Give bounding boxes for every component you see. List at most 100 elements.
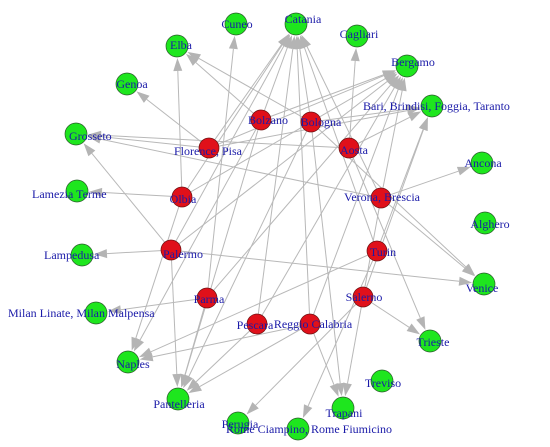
node-palermo: [160, 239, 182, 261]
node-label-ancona: Ancona: [464, 156, 502, 170]
edge-line: [120, 298, 198, 311]
edge-verona-to-bergamo: [382, 77, 407, 189]
node-label-catania: Catania: [285, 12, 322, 26]
node-lamezia: [65, 179, 89, 203]
edge-turin-to-rome: [302, 259, 374, 418]
node-rome: [286, 417, 310, 441]
node-label-pantelleria: Pantelleria: [153, 397, 205, 411]
node-salerno: [352, 286, 374, 308]
edge-salerno-to-trieste: [371, 302, 420, 335]
edge-line: [313, 333, 335, 385]
arrowhead-icon: [416, 316, 426, 330]
arrowhead-icon: [107, 305, 122, 315]
node-label-elba: Elba: [170, 38, 193, 52]
edge-line: [180, 250, 460, 282]
node-ancona: [470, 151, 494, 175]
edge-line: [152, 325, 301, 358]
edge-reggio-to-naples: [139, 325, 301, 362]
node-label-genoa: Genoa: [116, 77, 148, 91]
node-label-lampedusa: Lampedusa: [44, 248, 100, 262]
edge-line: [135, 206, 180, 339]
nodes-layer: [64, 12, 497, 441]
edge-olbia-to-naples: [131, 206, 180, 351]
edge-line: [175, 45, 285, 242]
edge-aosta-to-bari: [357, 111, 422, 144]
arrowhead-icon: [173, 58, 183, 72]
edge-line: [91, 152, 166, 243]
arrowhead-icon: [407, 111, 422, 122]
node-trieste: [418, 329, 442, 353]
edge-pescara-to-pantelleria: [186, 330, 251, 391]
node-trapani: [331, 396, 355, 420]
edge-line: [320, 108, 408, 122]
node-label-alghero: Alghero: [470, 217, 509, 231]
edge-line: [171, 259, 178, 375]
arrowhead-icon: [188, 382, 202, 394]
arrowhead-icon: [187, 51, 201, 63]
node-label-palermo: Palermo: [163, 247, 203, 261]
node-bari: [420, 94, 444, 118]
edge-line: [371, 302, 410, 328]
edge-line: [195, 330, 251, 383]
edge-aosta-to-cagliari: [349, 48, 360, 139]
arrowhead-icon: [350, 48, 360, 62]
arrowhead-icon: [300, 35, 309, 50]
arrowhead-icon: [461, 264, 475, 277]
node-label-salerno: Salerno: [346, 290, 383, 304]
arrowhead-icon: [302, 404, 313, 418]
edge-line: [100, 138, 372, 197]
edge-line: [198, 57, 303, 118]
node-label-olbia: Olbia: [170, 192, 197, 206]
node-perugia: [226, 411, 250, 435]
node-label-perugia: Perugia: [222, 417, 259, 431]
edge-line: [213, 84, 392, 291]
edge-line: [187, 44, 283, 189]
edge-bolzano-to-elba: [186, 53, 254, 114]
node-label-aosta: Aosta: [340, 143, 369, 157]
edge-pescara-to-catania: [257, 35, 298, 315]
node-label-rome: Rome Ciampino, Rome Fiumicino: [226, 422, 392, 436]
arrowhead-icon: [186, 378, 200, 391]
node-venice: [472, 272, 496, 296]
edge-parma-to-pantelleria: [180, 307, 205, 388]
edge-line: [388, 204, 466, 269]
node-turin: [366, 240, 388, 262]
edge-line: [306, 46, 378, 190]
arrowhead-icon: [136, 91, 150, 103]
arrowhead-icon: [246, 402, 259, 415]
node-label-bologna: Bologna: [301, 115, 342, 129]
edge-line: [257, 48, 294, 315]
edge-olbia-to-elba: [173, 58, 183, 188]
arrowhead-icon: [456, 166, 471, 176]
edge-palermo-to-lampedusa: [94, 249, 162, 259]
edge-line: [263, 47, 288, 111]
edge-salerno-to-perugia: [246, 303, 357, 415]
node-label-verona: Verona, Brescia: [344, 190, 421, 204]
node-label-cuneo: Cuneo: [221, 17, 252, 31]
node-olbia: [171, 186, 193, 208]
edge-reggio-to-bergamo: [313, 77, 403, 315]
edge-line: [255, 303, 357, 406]
node-pantelleria: [166, 387, 190, 411]
arrowhead-icon: [139, 352, 154, 362]
node-elba: [165, 34, 189, 58]
edge-line: [106, 250, 162, 255]
node-label-trieste: Trieste: [417, 335, 450, 349]
node-aosta: [338, 137, 360, 159]
edge-reggio-to-catania: [292, 36, 310, 315]
edge-line: [349, 60, 356, 139]
edge-line: [184, 129, 259, 376]
node-label-milan: Milan Linate, Milan Malpensa: [8, 306, 155, 320]
edge-line: [307, 259, 374, 407]
node-naples: [116, 350, 140, 374]
edge-palermo-to-catania: [175, 34, 291, 242]
arrowhead-icon: [458, 276, 473, 286]
node-label-bolzano: Bolzano: [248, 113, 288, 127]
node-cagliari: [345, 24, 369, 48]
node-label-bergamo: Bergamo: [391, 55, 435, 69]
arrowhead-icon: [131, 336, 141, 351]
edge-line: [199, 328, 302, 388]
edge-verona-to-venice: [388, 204, 475, 277]
